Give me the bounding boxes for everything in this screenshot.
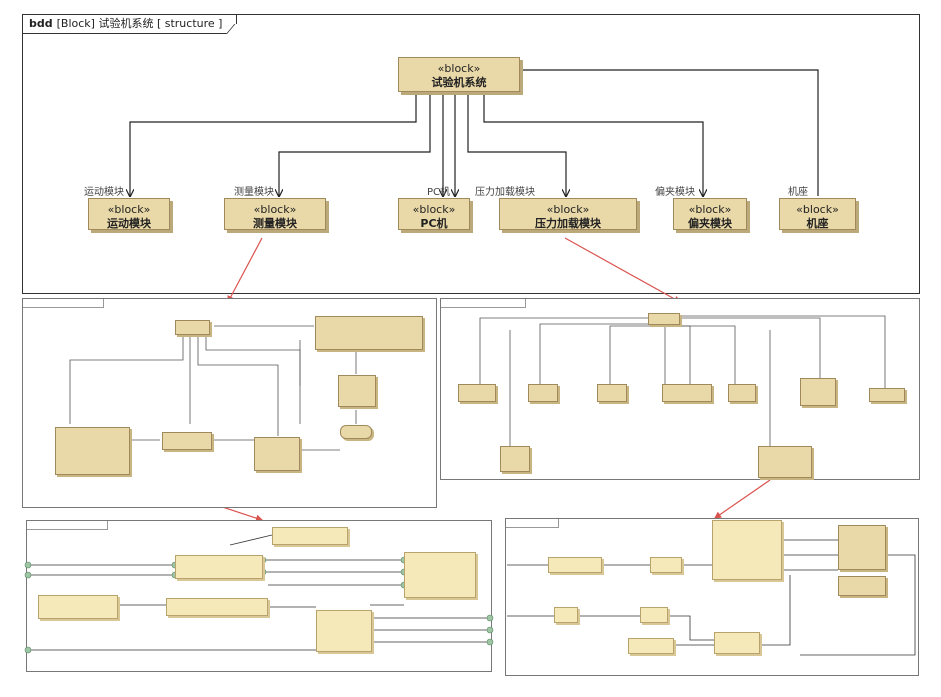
measure-sub-block-1[interactable] [315,316,423,350]
block-base-stereotype: «block» [796,203,839,216]
ibd-left-part-1[interactable] [175,555,263,579]
measure-sub-block-4[interactable] [55,427,130,475]
block-motion-name: 运动模块 [107,217,151,230]
role-label-probe: 偏夹模块 [655,187,695,198]
ibd-right-part-9[interactable] [714,632,760,654]
ibd-right-part-5[interactable] [838,576,886,596]
ibd-right-part-4[interactable] [838,525,886,570]
ibd-left-part-4[interactable] [166,598,268,616]
diagram-title: [Block] 试验机系统 [ structure ] [56,17,223,30]
block-measure[interactable]: «block» 测量模块 [224,198,326,230]
ibd-right-part-3[interactable] [712,520,782,580]
block-motion[interactable]: «block» 运动模块 [88,198,170,230]
measure-root-block[interactable] [175,320,210,335]
pressure-sub-block-8[interactable] [500,446,530,472]
block-pressure[interactable]: «block» 压力加载模块 [499,198,637,230]
pressure-sub-block-4[interactable] [662,384,712,402]
ibd-right-part-1[interactable] [548,557,602,573]
block-probe-stereotype: «block» [688,203,732,216]
block-pressure-name: 压力加载模块 [535,217,601,230]
trace-sub2-detail [714,479,771,519]
role-label-measure: 测量模块 [234,187,274,198]
block-probe[interactable]: «block» 偏夹模块 [673,198,747,230]
ibd-left-part-2[interactable] [272,527,348,545]
root-stereotype: «block» [437,62,481,75]
ibd-right-part-6[interactable] [554,607,578,623]
ibd-right-part-2[interactable] [650,557,682,573]
block-pc-stereotype: «block» [412,203,456,216]
measure-sub-block-6[interactable] [254,437,300,471]
ibd-left-part-3[interactable] [38,595,118,619]
measure-sub-block-5[interactable] [162,432,212,450]
block-measure-name: 测量模块 [253,217,297,230]
trace-measure-detail [227,237,263,304]
edge-probe [483,92,703,196]
edge-pressure [467,92,566,196]
measure-sub-block-3[interactable] [340,425,372,439]
edge-base [522,70,819,196]
pressure-sub-block-5[interactable] [728,384,756,402]
pressure-sub-block-7[interactable] [869,388,905,402]
pressure-root-block[interactable] [648,313,680,325]
block-probe-name: 偏夹模块 [688,217,732,230]
role-label-pc: PC机 [427,187,451,198]
root-name: 试验机系统 [431,76,487,89]
trace-pressure-detail [564,237,682,303]
block-base[interactable]: «block» 机座 [779,198,856,230]
pressure-sub-block-1[interactable] [458,384,496,402]
ibd-right-part-8[interactable] [628,638,674,654]
block-motion-stereotype: «block» [107,203,151,216]
role-label-base: 机座 [788,187,808,198]
edge-motion [130,92,417,196]
block-pressure-stereotype: «block» [546,203,590,216]
measure-sub-block-2[interactable] [338,375,376,407]
role-label-motion: 运动模块 [84,187,124,198]
pressure-sub-block-6[interactable] [800,378,836,406]
pressure-sub-block-9[interactable] [758,446,812,478]
diagram-tab: bdd[Block] 试验机系统 [ structure ] [23,15,238,34]
diagram-kind: bdd [29,17,53,30]
role-label-pressure: 压力加载模块 [475,187,535,198]
block-base-name: 机座 [806,217,829,230]
ibd-left-part-6[interactable] [316,610,372,652]
edge-measure [279,92,431,196]
ibd-right-part-7[interactable] [640,607,668,623]
block-pc-name: PC机 [420,217,448,230]
root-block[interactable]: «block» 试验机系统 [398,57,520,92]
pressure-sub-block-3[interactable] [597,384,627,402]
pressure-sub-block-2[interactable] [528,384,558,402]
block-measure-stereotype: «block» [253,203,297,216]
ibd-left-part-5[interactable] [404,552,476,598]
block-pc[interactable]: «block» PC机 [398,198,470,230]
